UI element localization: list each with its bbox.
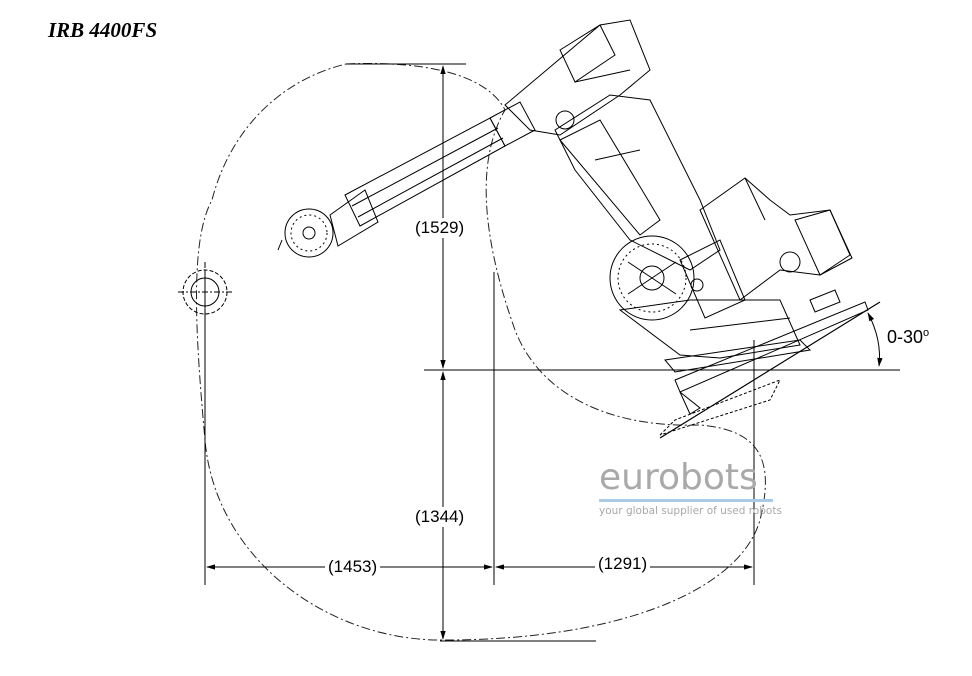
- dimension-front-reach: (1291): [595, 554, 651, 574]
- robot-body: [504, 19, 869, 436]
- watermark-brand: eurobots: [599, 457, 758, 498]
- dimension-upper-reach: (1529): [412, 218, 468, 238]
- tilt-angle-range: 0-30: [887, 327, 924, 347]
- watermark-tagline: your global supplier of used robots: [599, 505, 782, 517]
- tilt-angle-label: 0-30o: [887, 327, 929, 348]
- tilt-arc: [867, 312, 883, 367]
- robot-upper-arm: [277, 101, 536, 258]
- dimension-rear-reach: (1453): [325, 557, 381, 577]
- tilt-angle-unit: o: [923, 327, 930, 339]
- watermark-underline: [599, 499, 773, 502]
- wrist-position-rear: [178, 262, 232, 322]
- dimension-lower-reach: (1344): [412, 507, 468, 527]
- eurobots-watermark: eurobots your global supplier of used ro…: [599, 458, 782, 517]
- drawing-title: IRB 4400FS: [48, 18, 158, 42]
